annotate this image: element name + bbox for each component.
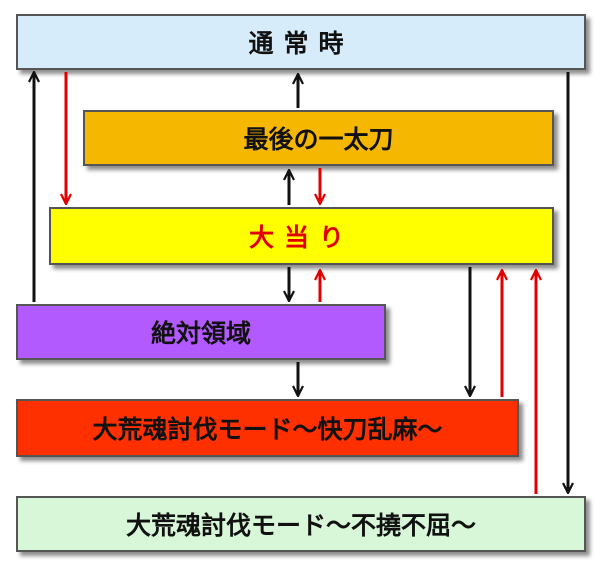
last-cut-label: 最後の一太刀 xyxy=(243,125,394,154)
zettai-ryoiki-label: 絶対領域 xyxy=(150,319,251,348)
box-last-cut: 最後の一太刀 xyxy=(83,110,554,166)
box-normal-state: 通常時 xyxy=(16,14,586,70)
box-futou-fukutsu-mode: 大荒魂討伐モード～不撓不屈～ xyxy=(16,496,586,552)
normal-state-label: 通常時 xyxy=(248,29,354,58)
futou-fukutsu-label: 大荒魂討伐モード～不撓不屈～ xyxy=(125,511,476,540)
big-hit-label: 大当り xyxy=(248,223,354,252)
kaito-ranma-label: 大荒魂討伐モード～快刀乱麻～ xyxy=(92,415,443,444)
box-zettai-ryoiki: 絶対領域 xyxy=(16,304,386,360)
box-kaito-ranma-mode: 大荒魂討伐モード～快刀乱麻～ xyxy=(16,399,519,457)
box-big-hit: 大当り xyxy=(49,207,554,265)
